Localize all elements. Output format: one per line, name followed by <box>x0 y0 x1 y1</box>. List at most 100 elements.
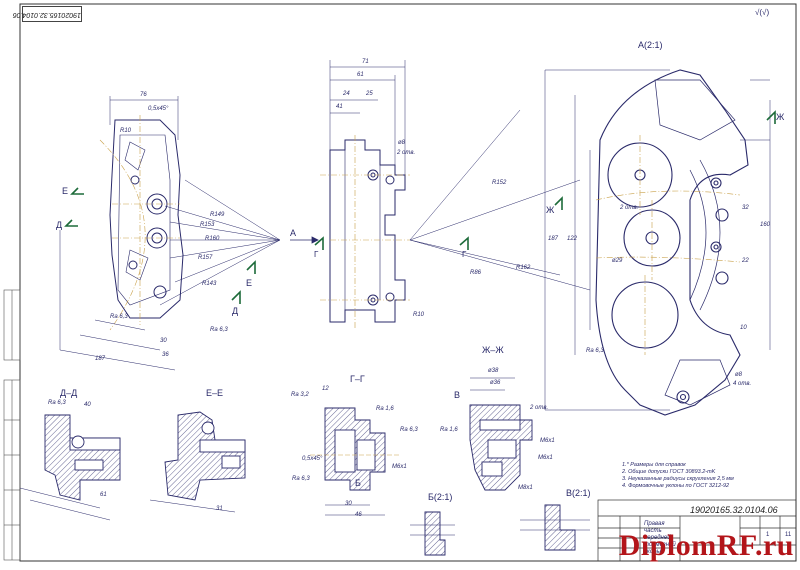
section-dd <box>19 414 121 521</box>
dim-m8-zh2: M8x1 <box>518 485 533 491</box>
roughness-symbol: √(√) <box>755 8 770 17</box>
dim-r157: R157 <box>198 255 213 261</box>
dim-r160: R160 <box>205 236 220 242</box>
dim-ra63-a: Ra 6,3 <box>586 348 604 354</box>
dim-31-ee: 31 <box>216 506 223 512</box>
dim-187: 187 <box>548 236 559 242</box>
dim-61-dd: 61 <box>100 492 107 498</box>
dim-m6-zh: M6x1 <box>540 438 555 444</box>
section-gg-title: Г–Г <box>350 374 365 384</box>
dim-ra32-gg: Ra 3,2 <box>291 392 309 398</box>
dim-12-gg: 12 <box>322 386 329 392</box>
dim-40-dd: 40 <box>84 402 91 408</box>
dim-41: 41 <box>336 104 343 110</box>
watermark-logo: DiplomRF.ru <box>618 529 794 562</box>
side-view-axes <box>320 135 410 330</box>
dim-chamfer: 0,5x45° <box>148 106 169 112</box>
dim-ra63-dd: Ra 6,3 <box>48 400 66 406</box>
section-arrows <box>64 110 776 304</box>
section-dd-title: Д–Д <box>60 388 78 398</box>
section-e2-arrow-label: Е <box>62 186 69 196</box>
section-ee <box>149 411 246 513</box>
dim-10: 10 <box>740 325 747 331</box>
dim-d29: ø29 <box>612 258 623 264</box>
dim-24: 24 <box>343 91 350 97</box>
section-ee-title: Е–Е <box>206 388 224 398</box>
dim-two-holes-a: 2 отв. <box>620 205 639 211</box>
dim-187-front: 187 <box>95 356 106 362</box>
dim-chamfer-gg: 0,5x45° <box>302 456 323 462</box>
detail-v2 <box>520 504 590 551</box>
dim-46-gg: 46 <box>355 512 362 518</box>
note-4: 4. Формовочные уклоны по ГОСТ 3212-92 <box>622 483 730 489</box>
title-block-sheets: 11 <box>785 532 792 538</box>
title-block-part-name: Правая часть передней тормозной скобы <box>644 521 676 555</box>
title-block-document-code: 19020165.32.0104.06 <box>690 505 778 515</box>
dim-22: 22 <box>742 258 749 264</box>
section-zhzh-title: Ж–Ж <box>482 345 504 355</box>
dim-m8-zh: M6x1 <box>538 455 553 461</box>
dim-r149: R149 <box>210 212 225 218</box>
note-2: 2. Общие допуски ГОСТ 30893.2-mK <box>622 469 716 475</box>
section-d2-arrow-label: Д <box>56 220 63 230</box>
detail-v2-title: В(2:1) <box>566 488 591 498</box>
dim-30-front: 30 <box>160 338 167 344</box>
note-3: 3. Неуказанные радиусы скругления 2,5 мм <box>622 476 734 482</box>
side-view-dims <box>329 60 591 291</box>
detail-b-title: Б(2:1) <box>428 492 453 502</box>
section-g-arrow-label: Г <box>314 250 319 259</box>
dim-ra63-front2: Ra 6,3 <box>210 327 228 333</box>
dim-r152: R152 <box>492 180 507 186</box>
title-block <box>597 499 797 562</box>
section-g2-arrow-label: Г <box>462 250 467 259</box>
dim-32: 32 <box>742 205 749 211</box>
dim-d8: ø8 <box>735 372 743 378</box>
side-view <box>329 139 406 323</box>
section-zhzh <box>469 377 533 491</box>
dim-ra16-gg: Ra 1,6 <box>376 406 394 412</box>
view-a-title: А(2:1) <box>638 40 663 50</box>
view-a-axes <box>595 135 741 355</box>
dim-four-holes: 4 отв. <box>733 381 752 387</box>
dim-30-gg: 30 <box>345 501 352 507</box>
note-1: 1.* Размеры для справок <box>622 462 686 468</box>
section-zh2-arrow-label: Ж <box>776 112 785 122</box>
dim-25: 25 <box>366 91 373 97</box>
dim-r10: R10 <box>120 128 132 134</box>
front-view-radial-lines <box>159 179 281 306</box>
dim-36-front: 36 <box>162 352 169 358</box>
dim-r86: R86 <box>470 270 482 276</box>
detail-v-marker: В <box>454 390 461 400</box>
dim-r153: R153 <box>200 222 215 228</box>
section-zh-arrow-label: Ж <box>546 205 555 215</box>
view-a-arrow <box>290 236 319 244</box>
title-block-sheet: 1 <box>766 532 770 538</box>
view-a-dims <box>544 69 771 411</box>
dim-76: 76 <box>140 92 147 98</box>
dim-two-holes-zh: 2 отв. <box>530 405 549 411</box>
dim-d10: ø8 <box>398 140 406 146</box>
dim-r162: R162 <box>516 265 531 271</box>
drawing-frame <box>19 3 797 562</box>
left-margin-stamps <box>3 289 21 561</box>
dim-ra16-zh: Ra 1,6 <box>440 427 458 433</box>
dim-71: 71 <box>362 59 369 65</box>
front-view <box>109 119 184 319</box>
front-view-dims <box>59 96 179 371</box>
section-gg <box>310 407 400 516</box>
dim-r143: R143 <box>202 281 217 287</box>
dim-ra63-front: Ra 6,3 <box>110 314 128 320</box>
section-e-arrow-label: Е <box>246 278 253 288</box>
corner-document-code: 19020165.32.0104.06 <box>13 6 82 22</box>
dim-d36: ø36 <box>490 380 501 386</box>
dim-160: 160 <box>760 222 771 228</box>
view-a <box>595 69 749 416</box>
detail-b-marker: Б <box>355 478 361 488</box>
technical-notes: 1.* Размеры для справок 2. Общие допуски… <box>622 462 734 490</box>
section-d-arrow-label: Д <box>232 306 239 316</box>
detail-b <box>410 511 455 556</box>
dim-ra63-gg: Ra 6,3 <box>400 427 418 433</box>
dim-d38: ø38 <box>488 368 499 374</box>
